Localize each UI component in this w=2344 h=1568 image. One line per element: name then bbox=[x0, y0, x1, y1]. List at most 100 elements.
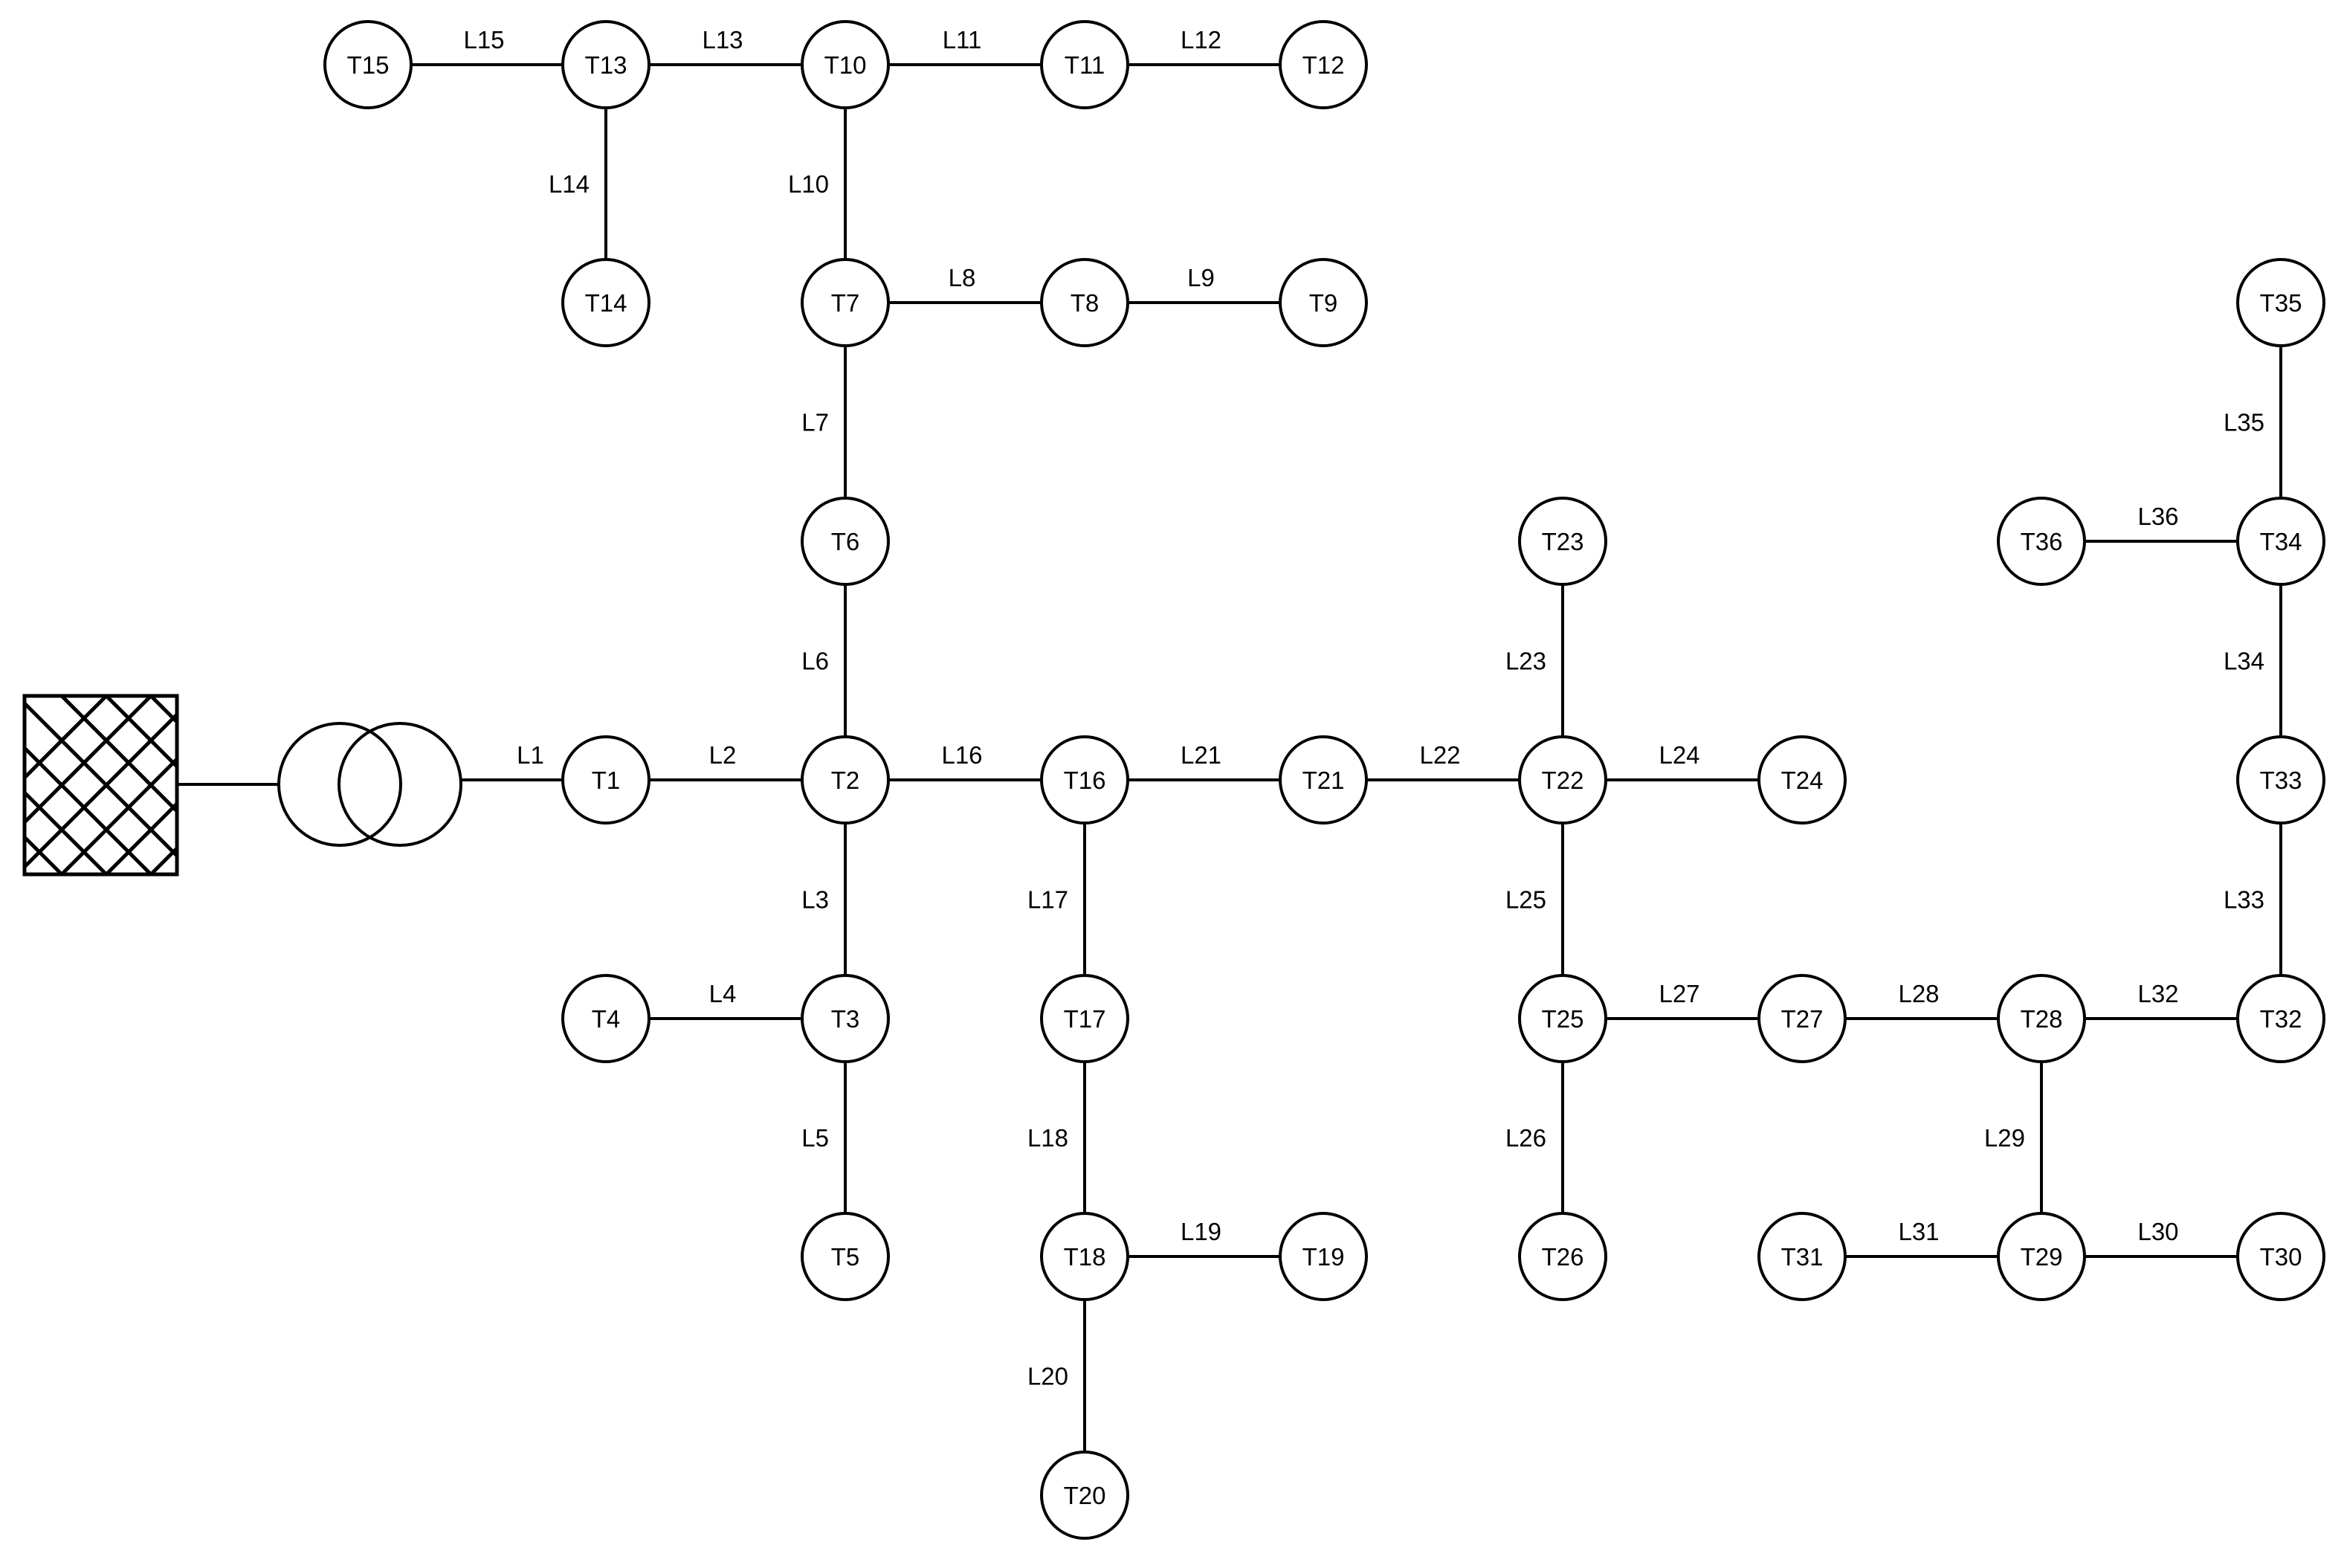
node-label: T22 bbox=[1542, 767, 1584, 794]
node-label: T18 bbox=[1064, 1243, 1106, 1271]
node-t36: T36 bbox=[1997, 497, 2086, 586]
node-label: T9 bbox=[1309, 289, 1338, 317]
node-t9: T9 bbox=[1279, 258, 1368, 347]
node-circle bbox=[2236, 974, 2325, 1063]
line-label-l12: L12 bbox=[1181, 26, 1221, 54]
node-label: T36 bbox=[2021, 528, 2063, 555]
node-circle bbox=[801, 258, 890, 347]
line-label-l25: L25 bbox=[1505, 886, 1546, 914]
node-t34: T34 bbox=[2236, 497, 2325, 586]
line-label-l9: L9 bbox=[1187, 264, 1215, 291]
node-circle bbox=[1757, 735, 1847, 825]
node-label: T30 bbox=[2260, 1243, 2302, 1271]
node-t8: T8 bbox=[1040, 258, 1129, 347]
node-label: T15 bbox=[347, 51, 390, 79]
line-label-l16: L16 bbox=[941, 741, 982, 769]
node-label: T27 bbox=[1781, 1005, 1824, 1033]
node-t28: T28 bbox=[1997, 974, 2086, 1063]
line-label-l15: L15 bbox=[463, 26, 504, 54]
node-circle bbox=[1518, 1212, 1607, 1301]
node-circle bbox=[1997, 974, 2086, 1063]
line-label-l3: L3 bbox=[801, 886, 829, 914]
node-circle bbox=[801, 735, 890, 825]
node-circle bbox=[2236, 1212, 2325, 1301]
line-label-l31: L31 bbox=[1898, 1218, 1939, 1245]
node-circle bbox=[2236, 258, 2325, 347]
node-label: T32 bbox=[2260, 1005, 2302, 1033]
node-t6: T6 bbox=[801, 497, 890, 586]
line-label-l19: L19 bbox=[1181, 1218, 1221, 1245]
node-circle bbox=[801, 974, 890, 1063]
line-label-l17: L17 bbox=[1027, 886, 1068, 914]
node-t2: T2 bbox=[801, 735, 890, 825]
node-circle bbox=[1518, 974, 1607, 1063]
line-label-l29: L29 bbox=[1984, 1124, 2025, 1152]
node-t12: T12 bbox=[1279, 20, 1368, 109]
node-circle bbox=[1040, 974, 1129, 1063]
node-circle bbox=[1757, 974, 1847, 1063]
node-circle bbox=[1279, 735, 1368, 825]
line-label-l36: L36 bbox=[2137, 503, 2178, 530]
line-label-l33: L33 bbox=[2224, 886, 2264, 914]
line-label-l11: L11 bbox=[943, 26, 982, 54]
node-t27: T27 bbox=[1757, 974, 1847, 1063]
node-circle bbox=[1040, 735, 1129, 825]
node-t15: T15 bbox=[323, 20, 413, 109]
node-label: T26 bbox=[1542, 1243, 1584, 1271]
node-label: T12 bbox=[1302, 51, 1345, 79]
node-circle bbox=[1279, 258, 1368, 347]
node-label: T14 bbox=[585, 289, 627, 317]
line-label-l21: L21 bbox=[1181, 741, 1221, 769]
node-label: T25 bbox=[1542, 1005, 1584, 1033]
node-circle bbox=[801, 497, 890, 586]
node-circle bbox=[1040, 20, 1129, 109]
node-t7: T7 bbox=[801, 258, 890, 347]
node-t3: T3 bbox=[801, 974, 890, 1063]
node-t16: T16 bbox=[1040, 735, 1129, 825]
line-label-l35: L35 bbox=[2224, 409, 2264, 436]
node-t22: T22 bbox=[1518, 735, 1607, 825]
line-label-l22: L22 bbox=[1419, 741, 1460, 769]
node-t10: T10 bbox=[801, 20, 890, 109]
node-circle bbox=[1997, 497, 2086, 586]
node-circle bbox=[323, 20, 413, 109]
node-label: T21 bbox=[1302, 767, 1345, 794]
node-label: T11 bbox=[1065, 51, 1105, 79]
node-circle bbox=[1040, 1451, 1129, 1540]
node-t26: T26 bbox=[1518, 1212, 1607, 1301]
line-label-l6: L6 bbox=[801, 648, 829, 675]
node-circle bbox=[801, 1212, 890, 1301]
node-circle bbox=[561, 258, 650, 347]
node-circle bbox=[1040, 258, 1129, 347]
line-label-l34: L34 bbox=[2224, 648, 2264, 675]
grid-source-icon bbox=[22, 694, 179, 877]
line-label-l5: L5 bbox=[801, 1124, 829, 1152]
node-circle bbox=[1279, 20, 1368, 109]
node-t35: T35 bbox=[2236, 258, 2325, 347]
line-label-l2: L2 bbox=[709, 741, 737, 769]
node-label: T7 bbox=[831, 289, 860, 317]
node-t30: T30 bbox=[2236, 1212, 2325, 1301]
node-label: T24 bbox=[1781, 767, 1824, 794]
line-label-l18: L18 bbox=[1027, 1124, 1068, 1152]
node-t5: T5 bbox=[801, 1212, 890, 1301]
node-label: T16 bbox=[1064, 767, 1106, 794]
line-label-l28: L28 bbox=[1898, 980, 1939, 1007]
node-t14: T14 bbox=[561, 258, 650, 347]
transformer-icon bbox=[277, 722, 462, 847]
node-circle bbox=[1518, 497, 1607, 586]
node-t31: T31 bbox=[1757, 1212, 1847, 1301]
line-label-l32: L32 bbox=[2137, 980, 2178, 1007]
node-label: T23 bbox=[1542, 528, 1584, 555]
node-label: T31 bbox=[1781, 1243, 1824, 1271]
line-label-l10: L10 bbox=[788, 170, 829, 198]
line-label-l1: L1 bbox=[517, 741, 544, 769]
node-label: T13 bbox=[585, 51, 627, 79]
line-label-l14: L14 bbox=[549, 170, 590, 198]
node-circle bbox=[1040, 1212, 1129, 1301]
node-t19: T19 bbox=[1279, 1212, 1368, 1301]
node-circle bbox=[561, 735, 650, 825]
node-t11: T11 bbox=[1040, 20, 1129, 109]
